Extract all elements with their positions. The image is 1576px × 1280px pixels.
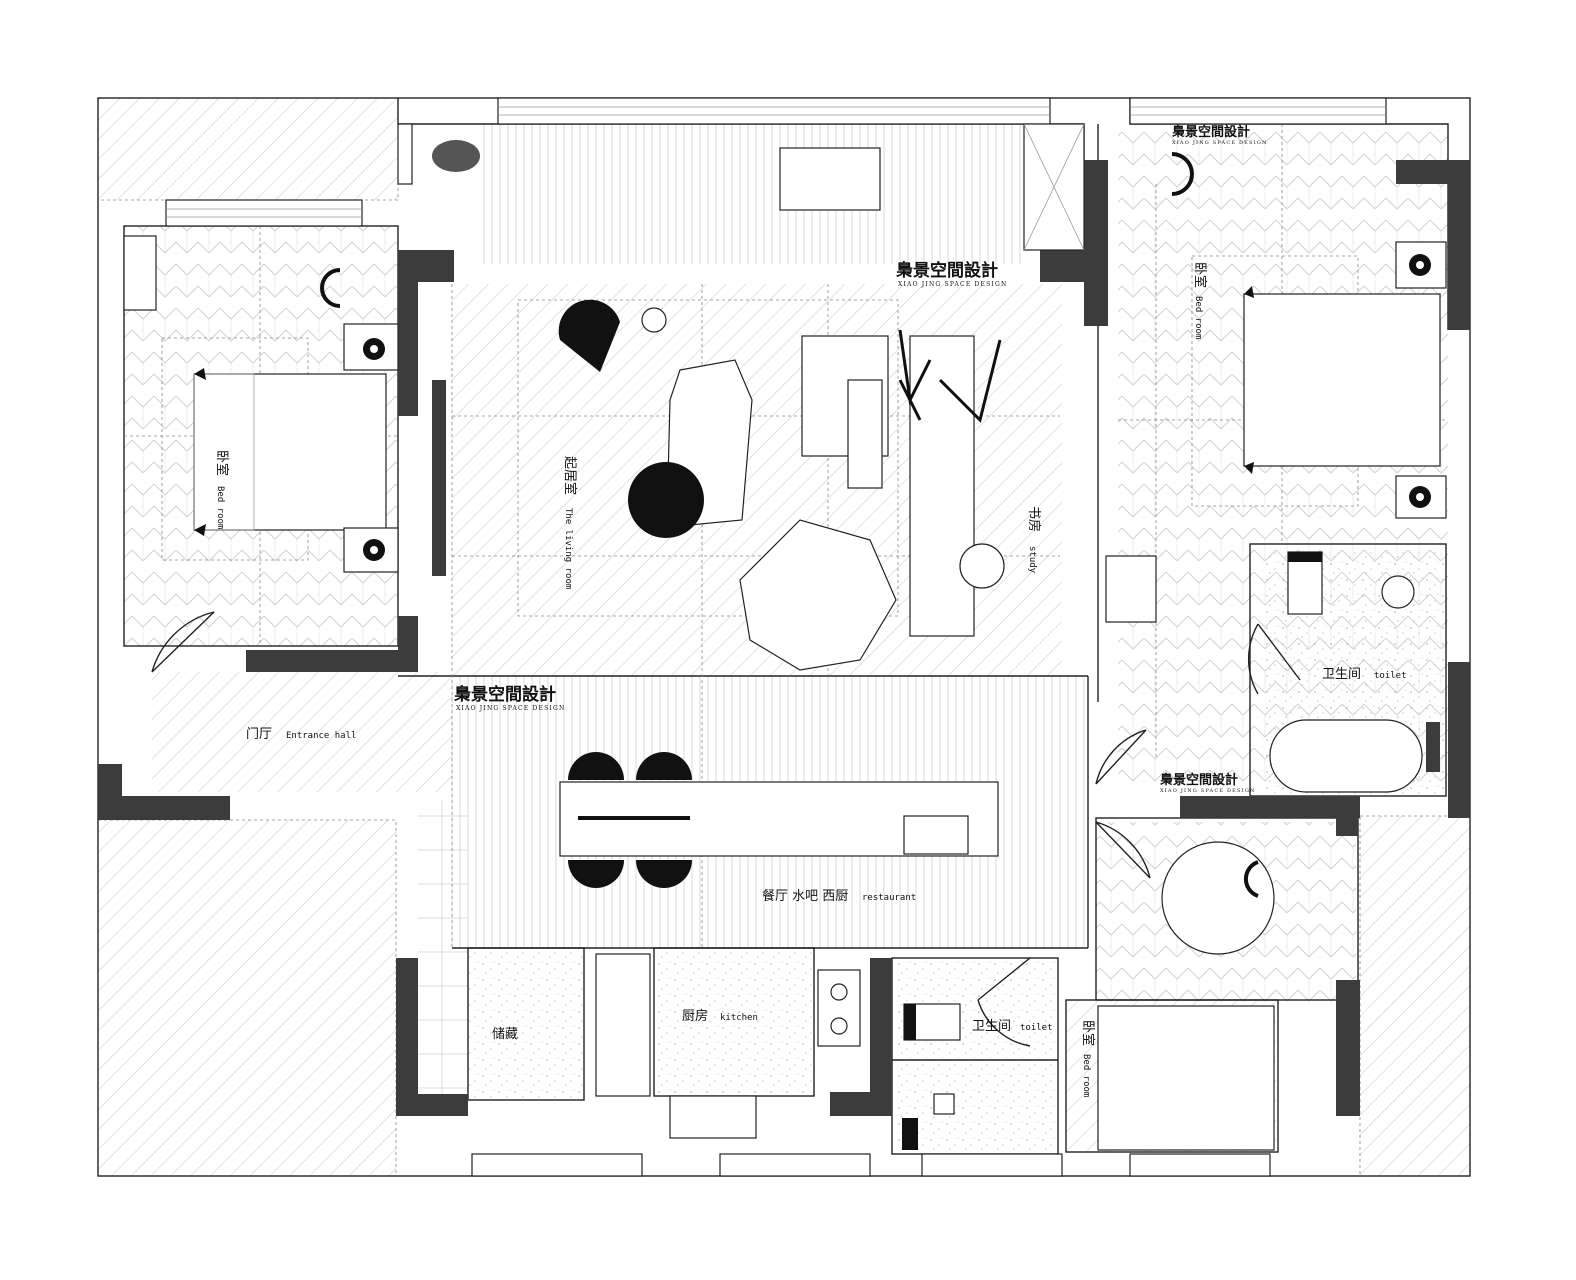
doors [151,611,1301,1047]
watermark-top-right: 梟景空間設計 XIAO JING SPACE DESIGN [1171,124,1268,146]
watermark-subtitle: XIAO JING SPACE DESIGN [456,705,565,712]
watermark-title: 梟景空間設計 [895,260,998,281]
dining-label-cn: 餐厅 水吧 西厨 [762,888,848,904]
watermark-subtitle: XIAO JING SPACE DESIGN [1160,788,1256,794]
bedroom-left-label-cn: 卧室 [214,450,230,476]
storage-label-cn: 储藏 [492,1027,518,1042]
watermark-top: 梟景空間設計 XIAO JING SPACE DESIGN [895,260,1007,288]
toilet-right-label-cn: 卫生间 [1322,667,1361,682]
study-label-en: study [1027,546,1037,574]
study-label-cn: 书房 [1026,506,1042,532]
bedroom-right-label-en: Bed room [1193,296,1203,339]
bedroom-bottom-label-cn: 卧室 [1080,1020,1096,1046]
entrance-label-en: Entrance hall [286,731,356,741]
toilet-bottom-label-en: toilet [1020,1023,1053,1033]
watermark-bottom-right: 梟景空間設計 XIAO JING SPACE DESIGN [1159,772,1256,794]
windows [165,97,1387,1177]
toilet-right-label-en: toilet [1374,671,1407,681]
toilet-bottom-label-cn: 卫生间 [972,1019,1011,1034]
room-labels: 卧室 Bed room 起居室 The living room 书房 study… [214,262,1407,1097]
bedroom-right-label-cn: 卧室 [1192,262,1208,288]
watermark-title: 梟景空間設計 [1159,772,1238,788]
watermark-title: 梟景空間設計 [1171,124,1250,140]
watermark-title: 梟景空間設計 [453,684,556,705]
living-room-label-cn: 起居室 [562,456,578,495]
bedroom-bottom-label-en: Bed room [1081,1054,1091,1097]
entrance-label-cn: 门厅 [246,727,272,742]
exterior-terraces [97,97,1471,1177]
watermark-center: 梟景空間設計 XIAO JING SPACE DESIGN [453,684,565,712]
dining-label-en: restaurant [862,893,916,903]
kitchen-label-en: kitchen [720,1013,758,1023]
bedroom-left-label-en: Bed room [215,486,225,529]
watermark-subtitle: XIAO JING SPACE DESIGN [1172,140,1268,146]
watermark-subtitle: XIAO JING SPACE DESIGN [898,281,1007,288]
furniture [123,123,1447,1151]
living-room-label-en: The living room [563,508,573,589]
kitchen-label-cn: 厨房 [682,1008,708,1024]
